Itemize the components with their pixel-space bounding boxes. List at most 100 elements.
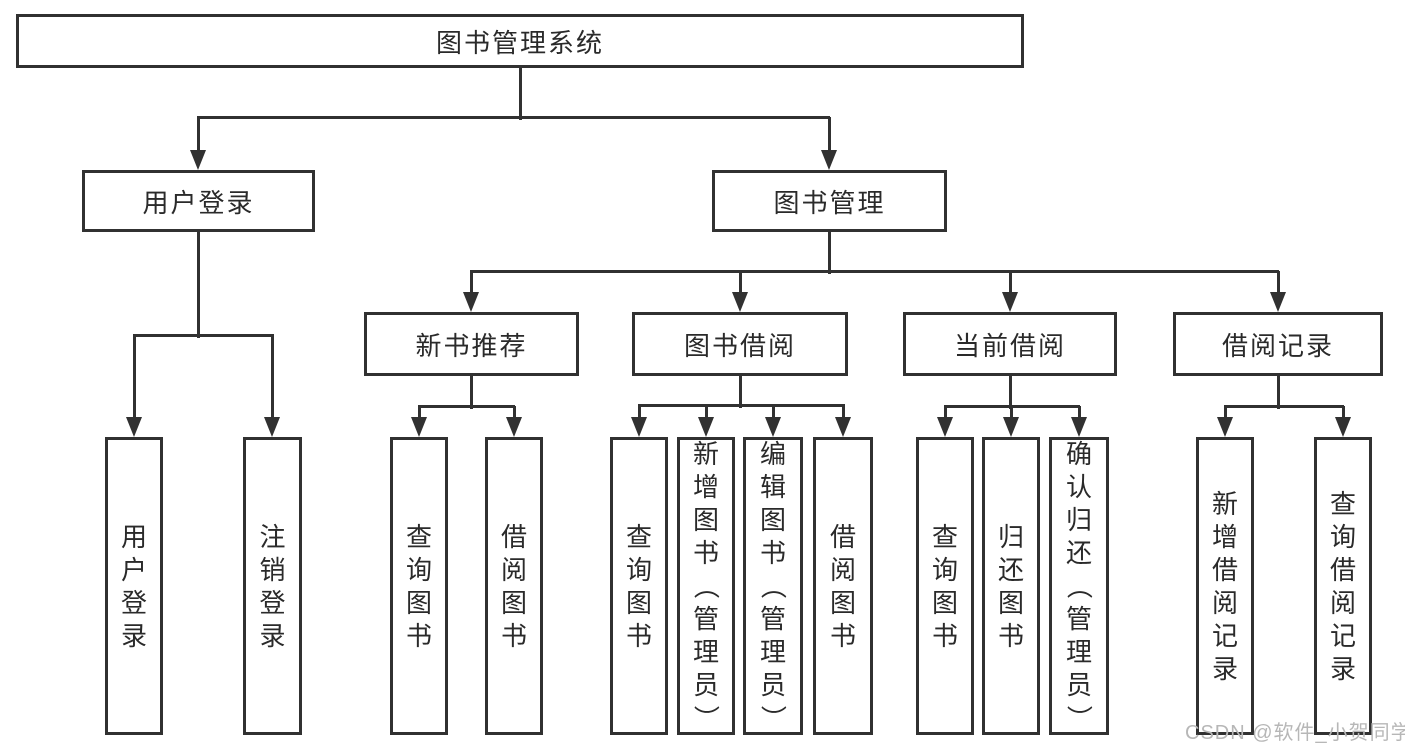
connector-arrow-stem <box>1276 271 1280 294</box>
connector-arrow-stem <box>132 335 136 419</box>
connector-branch <box>638 403 845 407</box>
root-node: 图书管理系统 <box>16 14 1024 68</box>
node-label-char: 阅 <box>1329 587 1356 618</box>
node-label-char: 还 <box>1065 538 1092 568</box>
node-label-char: 认 <box>1065 472 1092 502</box>
node-label-char: 借 <box>1329 554 1356 585</box>
node-label-char: 销 <box>259 554 286 585</box>
node-label-char: 书 <box>759 538 786 568</box>
connector-stem <box>1008 376 1012 409</box>
connector-branch <box>197 115 830 119</box>
arrowhead-down-icon <box>1270 292 1286 312</box>
leaf-br-add-node: 新增借阅记录 <box>1196 437 1254 735</box>
node-label-char: 录 <box>1211 653 1238 684</box>
connector-arrow-stem <box>1223 406 1227 419</box>
connector-stem <box>827 232 831 274</box>
node-label-char: 新 <box>1211 488 1238 519</box>
arrowhead-down-icon <box>821 150 837 170</box>
connector-arrow-stem <box>1009 406 1013 419</box>
node-label-char: 归 <box>997 521 1024 552</box>
connector-arrow-stem <box>196 117 200 152</box>
node-label-char: 询 <box>625 554 652 585</box>
node-label-char: 理 <box>1065 637 1092 667</box>
node-label-char: ） <box>1063 704 1094 732</box>
borrow-record-node: 借阅记录 <box>1173 312 1383 376</box>
connector-stem <box>1276 376 1280 409</box>
node-label-char: 还 <box>997 554 1024 585</box>
node-label-char: 书 <box>997 620 1024 651</box>
node-label-char: 录 <box>120 620 147 651</box>
connector-arrow-stem <box>738 271 742 294</box>
node-label-char: 查 <box>931 521 958 552</box>
node-label-char: 书 <box>625 620 652 651</box>
connector-arrow-stem <box>512 406 516 419</box>
connector-branch <box>133 333 274 337</box>
leaf-cb-query-node: 查询图书 <box>916 437 974 735</box>
node-label-char: 理 <box>759 637 786 667</box>
arrowhead-down-icon <box>1002 292 1018 312</box>
node-label-char: 管 <box>759 604 786 634</box>
node-label-char: 登 <box>120 587 147 618</box>
current-borrow-node: 当前借阅 <box>903 312 1117 376</box>
node-label-char: 借 <box>500 521 527 552</box>
connector-stem <box>469 376 473 409</box>
user-login-label: 用户登录 <box>142 187 255 218</box>
leaf-br-query-node: 查询借阅记录 <box>1314 437 1372 735</box>
node-label-char: 图 <box>997 587 1024 618</box>
node-label-char: 增 <box>692 472 719 502</box>
node-label-char: 询 <box>931 554 958 585</box>
leaf-bb-edit-node: 编辑图书（管理员） <box>743 437 803 735</box>
node-label-char: 登 <box>259 587 286 618</box>
node-label-char: 询 <box>1329 521 1356 552</box>
node-label-char: 新 <box>692 439 719 469</box>
arrowhead-down-icon <box>732 292 748 312</box>
node-label-char: 图 <box>500 587 527 618</box>
node-label-char: 确 <box>1065 439 1092 469</box>
node-label-char: 用 <box>120 521 147 552</box>
arrowhead-down-icon <box>411 417 427 437</box>
node-label-char: 图 <box>692 505 719 535</box>
node-label-char: 员 <box>1065 670 1092 700</box>
node-label-char: 管 <box>1065 604 1092 634</box>
arrowhead-down-icon <box>1335 417 1351 437</box>
node-label-char: 图 <box>759 505 786 535</box>
node-label-char: 书 <box>405 620 432 651</box>
leaf-cb-confirm-node: 确认归还（管理员） <box>1049 437 1109 735</box>
arrowhead-down-icon <box>126 417 142 437</box>
connector-arrow-stem <box>1341 406 1345 419</box>
book-mgmt-node: 图书管理 <box>712 170 947 232</box>
leaf-logout-node: 注销登录 <box>243 437 302 735</box>
connector-arrow-stem <box>771 405 775 419</box>
leaf-bb-query-node: 查询图书 <box>610 437 668 735</box>
arrowhead-down-icon <box>835 417 851 437</box>
node-label-char: 书 <box>829 620 856 651</box>
new-book-rec-label: 新书推荐 <box>415 330 528 361</box>
node-label-char: （ <box>757 572 788 600</box>
leaf-nb-borrow-node: 借阅图书 <box>485 437 543 735</box>
root-label: 图书管理系统 <box>435 27 604 58</box>
leaf-user-login-node: 用户登录 <box>105 437 163 735</box>
node-label-char: 查 <box>1329 488 1356 519</box>
book-mgmt-label: 图书管理 <box>773 187 886 218</box>
book-borrow-node: 图书借阅 <box>632 312 848 376</box>
connector-branch <box>470 269 1279 273</box>
connector-arrow-stem <box>637 405 641 419</box>
node-label-char: 录 <box>259 620 286 651</box>
book-borrow-label: 图书借阅 <box>683 330 796 361</box>
node-label-char: 员 <box>759 670 786 700</box>
leaf-cb-return-node: 归还图书 <box>982 437 1040 735</box>
arrowhead-down-icon <box>937 417 953 437</box>
node-label-char: 阅 <box>1211 587 1238 618</box>
node-label-char: 书 <box>931 620 958 651</box>
connector-arrow-stem <box>943 406 947 419</box>
connector-arrow-stem <box>270 335 274 419</box>
connector-arrow-stem <box>417 406 421 419</box>
arrowhead-down-icon <box>698 417 714 437</box>
connector-branch <box>1224 404 1344 408</box>
node-label-char: 借 <box>829 521 856 552</box>
node-label-char: 查 <box>625 521 652 552</box>
connector-arrow-stem <box>841 405 845 419</box>
node-label-char: 图 <box>405 587 432 618</box>
arrowhead-down-icon <box>190 150 206 170</box>
